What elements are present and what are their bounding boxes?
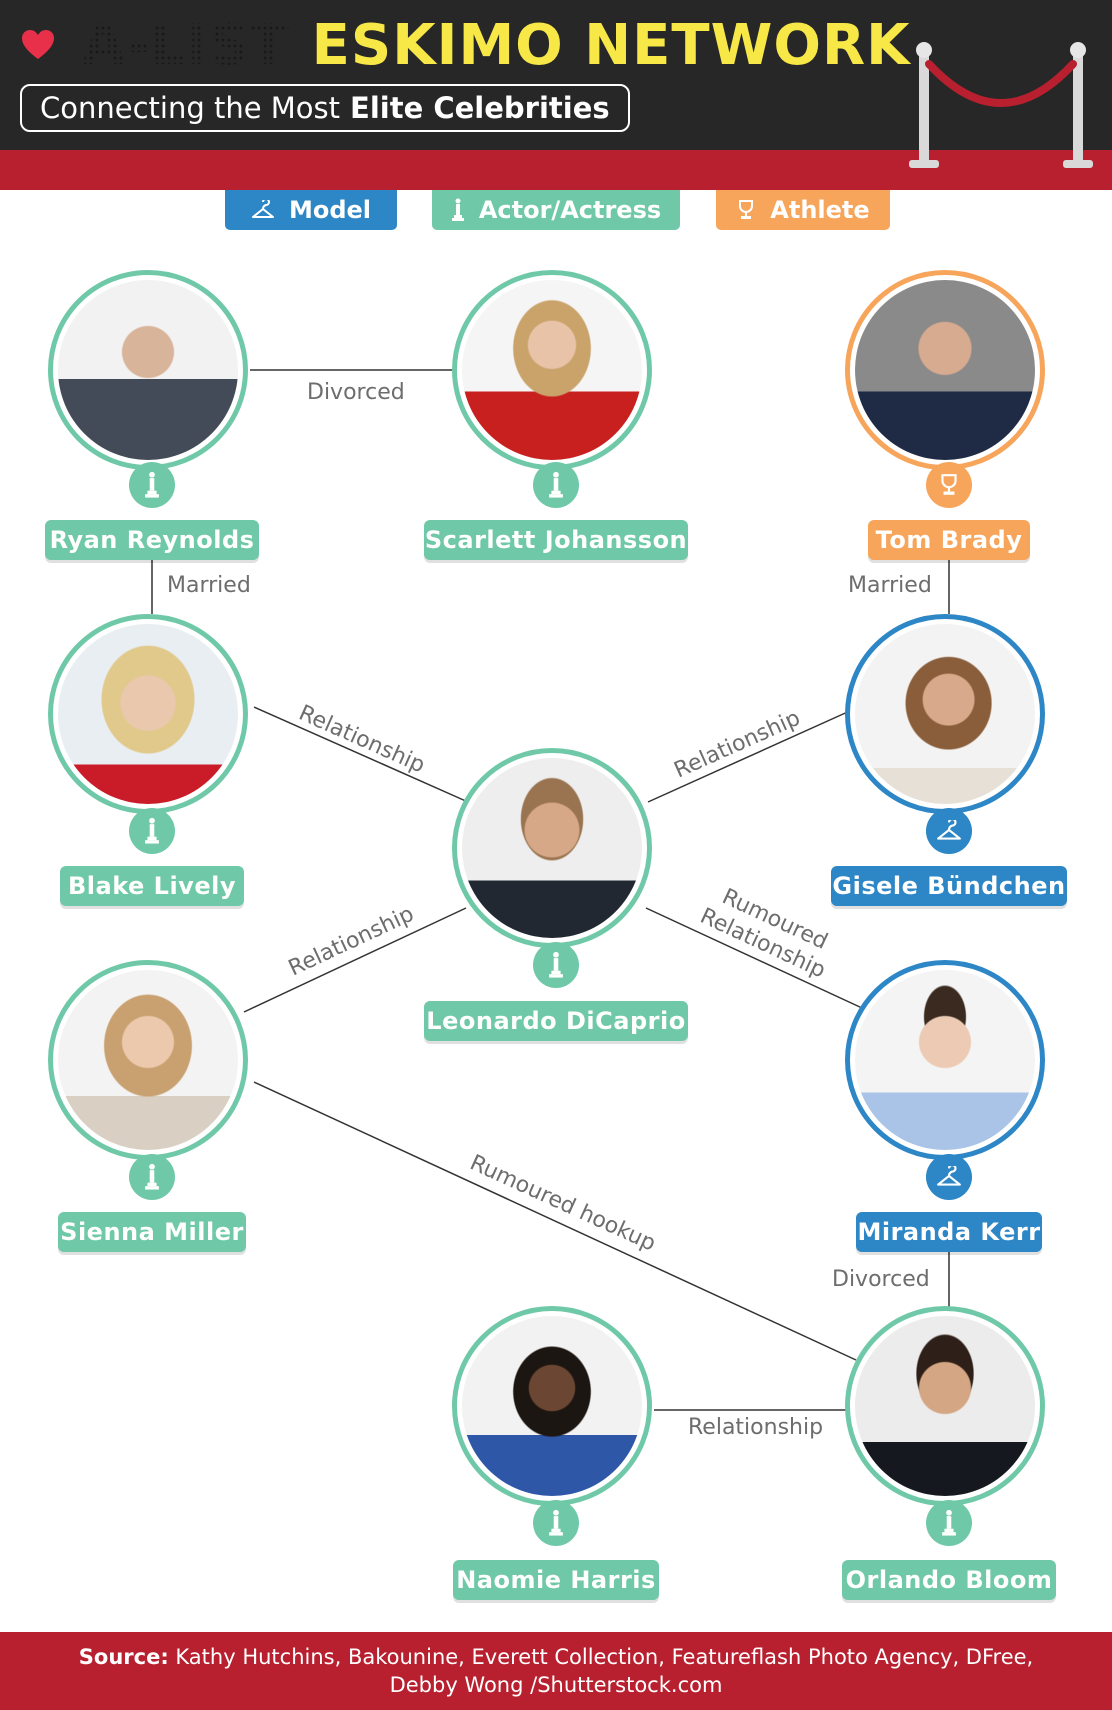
oscar-statuette-icon: [129, 808, 175, 854]
leonardo-dicaprio-photo: [452, 748, 652, 948]
miranda-kerr-photo: [845, 960, 1045, 1160]
trophy-icon: [926, 462, 972, 508]
name-ryan-reynolds: Ryan Reynolds: [45, 520, 259, 560]
legend-athlete: Athlete: [716, 190, 890, 230]
name-sienna-miller: Sienna Miller: [58, 1212, 246, 1252]
oscar-statuette-icon: [451, 198, 464, 221]
title-a-list: A-LIST: [82, 12, 290, 78]
name-miranda-kerr: Miranda Kerr: [856, 1212, 1042, 1252]
title-eskimo-network: ESKIMO NETWORK: [311, 12, 911, 78]
oscar-statuette-icon: [533, 462, 579, 508]
source-label: Source:: [78, 1645, 169, 1669]
oscar-statuette-icon: [926, 1500, 972, 1546]
legend-actor: Actor/Actress: [432, 190, 680, 230]
name-orlando-bloom: Orlando Bloom: [842, 1560, 1056, 1600]
name-blake-lively: Blake Lively: [60, 866, 244, 906]
velvet-rope-icon: [909, 42, 1093, 168]
subtitle-prefix: Connecting the Most: [40, 91, 341, 125]
line-leo-miranda: [645, 907, 863, 1009]
ryan-reynolds-photo: [48, 270, 248, 470]
trophy-icon: [739, 200, 754, 219]
line-blake-leo: [253, 706, 469, 803]
naomie-harris-photo: [452, 1306, 652, 1506]
legend-athlete-label: Athlete: [770, 196, 870, 224]
line-sienna-orlando: [253, 1081, 857, 1361]
source-footer: Source: Kathy Hutchins, Bakounine, Evere…: [0, 1632, 1112, 1710]
legend-model-label: Model: [288, 196, 372, 224]
legend-model: Model: [225, 190, 397, 230]
line-sienna-leo: [243, 907, 467, 1013]
hanger-icon: [251, 200, 274, 218]
name-gisele-bundchen: Gisele Bündchen: [831, 866, 1067, 906]
gisele-bundchen-photo: [845, 614, 1045, 814]
oscar-statuette-icon: [129, 462, 175, 508]
label-ryan-scarlett: Divorced: [307, 380, 405, 405]
name-leonardo-dicaprio: Leonardo DiCaprio: [424, 1001, 688, 1041]
hanger-icon: [926, 808, 972, 854]
source-text: Kathy Hutchins, Bakounine, Everett Colle…: [175, 1645, 1034, 1697]
hanger-icon: [926, 1154, 972, 1200]
orlando-bloom-photo: [845, 1306, 1045, 1506]
page-title: A-LIST ESKIMO NETWORK: [20, 10, 911, 80]
subtitle-bold: Elite Celebrities: [350, 91, 610, 125]
oscar-statuette-icon: [533, 1500, 579, 1546]
blake-lively-photo: [48, 614, 248, 814]
label-ryan-blake: Married: [167, 573, 251, 598]
name-scarlett-johansson: Scarlett Johansson: [424, 520, 688, 560]
legend-actor-label: Actor/Actress: [478, 196, 662, 224]
name-naomie-harris: Naomie Harris: [453, 1560, 659, 1600]
heart-icon: [22, 30, 54, 59]
label-tom-gisele: Married: [848, 573, 932, 598]
tom-brady-photo: [845, 270, 1045, 470]
name-tom-brady: Tom Brady: [868, 520, 1030, 560]
scarlett-johansson-photo: [452, 270, 652, 470]
oscar-statuette-icon: [533, 942, 579, 988]
line-gisele-leo: [647, 709, 853, 803]
sienna-miller-photo: [48, 960, 248, 1160]
subtitle: Connecting the Most Elite Celebrities: [20, 84, 630, 132]
label-miranda-orlando: Divorced: [832, 1267, 930, 1292]
label-naomie-orlando: Relationship: [688, 1415, 824, 1440]
oscar-statuette-icon: [129, 1154, 175, 1200]
